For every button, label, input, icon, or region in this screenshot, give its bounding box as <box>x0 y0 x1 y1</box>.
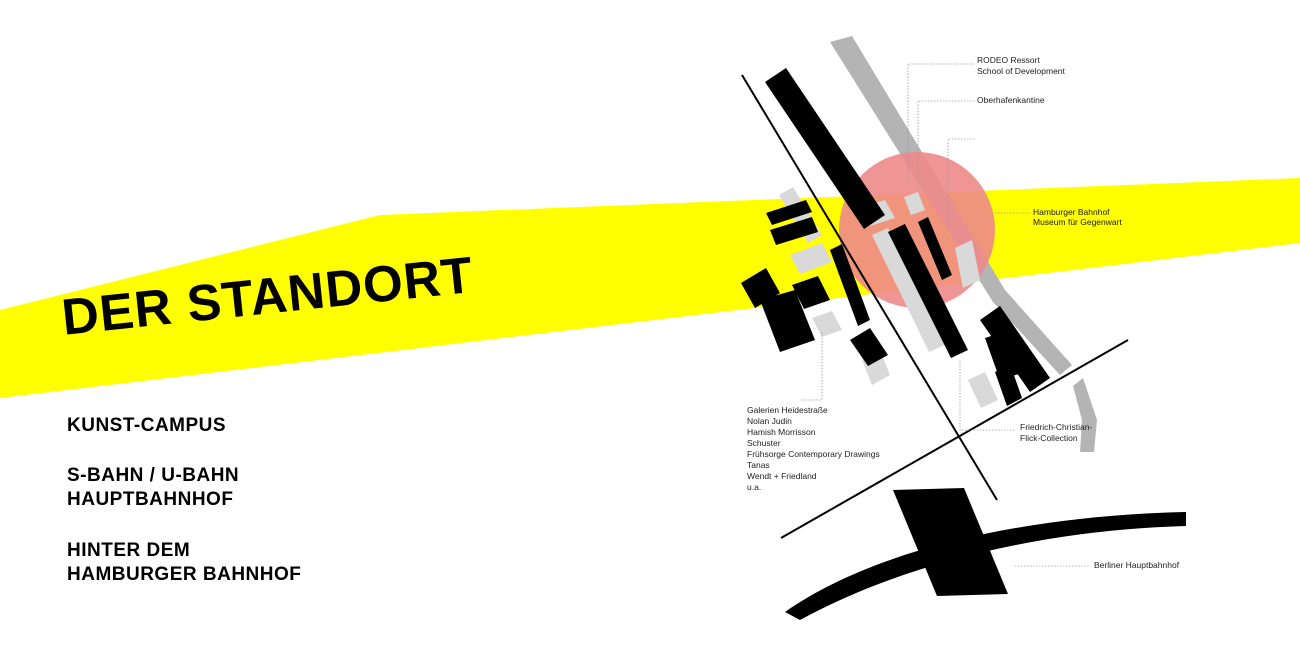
label-rodeo-2: School of Development <box>977 66 1066 76</box>
label-hbf-museum-2: Museum für Gegenwart <box>1033 217 1122 227</box>
label-galerien-line: Schuster <box>747 438 781 448</box>
label-galerien-line: Galerien Heidestraße <box>747 405 828 415</box>
label-oberhafen: Oberhafenkantine <box>977 95 1045 105</box>
info-line-hamburger-bahnhof: HAMBURGER BAHNHOF <box>67 564 302 585</box>
buildings-dark <box>741 68 1050 406</box>
info-line-kunst-campus: KUNST-CAMPUS <box>67 415 227 436</box>
info-block-2: S-BAHN / U-BAHN HAUPTBAHNHOF <box>67 464 239 512</box>
label-galerien-line: Wendt + Friedland <box>747 471 817 481</box>
label-flick-2: Flick-Collection <box>1020 433 1078 443</box>
info-block-1: KUNST-CAMPUS <box>67 414 226 438</box>
label-galerien-line: u.a. <box>747 482 761 492</box>
berliner-hbf-cross <box>893 488 1008 596</box>
label-galerien-line: Nolan Judin <box>747 416 792 426</box>
info-block-3: HINTER DEM HAMBURGER BAHNHOF <box>67 539 301 587</box>
street-line <box>780 339 1129 539</box>
label-galerien-line: Tanas <box>747 460 770 470</box>
rail-line-diagonal <box>741 74 998 501</box>
label-galerien-line: Hamish Morrisson <box>747 427 816 437</box>
rail-track-lower <box>1073 378 1097 452</box>
label-galerien-line: Frühsorge Contemporary Drawings <box>747 449 880 459</box>
highlight-circle <box>839 152 995 308</box>
info-line-hinter-dem: HINTER DEM <box>67 540 191 561</box>
label-flick-1: Friedrich-Christian- <box>1020 422 1092 432</box>
label-rodeo-1: RODEO Ressort <box>977 55 1040 65</box>
info-line-hauptbahnhof: HAUPTBAHNHOF <box>67 489 234 510</box>
berliner-hbf-shape <box>785 512 1186 620</box>
label-berliner-hbf: Berliner Hauptbahnhof <box>1094 560 1180 570</box>
label-hbf-museum-1: Hamburger Bahnhof <box>1033 207 1110 217</box>
info-line-sbahn: S-BAHN / U-BAHN <box>67 465 240 486</box>
